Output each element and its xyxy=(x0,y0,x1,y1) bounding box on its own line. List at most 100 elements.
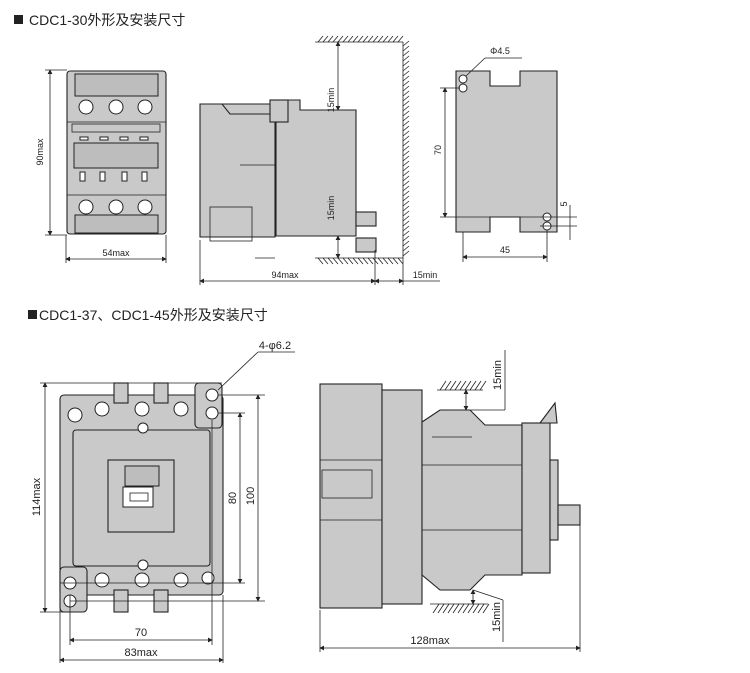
hatch-line xyxy=(402,125,410,132)
hatch-line xyxy=(462,603,470,614)
hatch-line xyxy=(402,100,410,107)
hatch-line xyxy=(402,185,410,192)
cdc1-37-45-height-label: 114max xyxy=(31,477,43,516)
hatch-line xyxy=(332,35,339,43)
cdc1-37-45-top-clearance-label: 15min xyxy=(492,360,504,390)
hatch-line xyxy=(449,380,457,391)
cdc1-30-wall-gap-label: 15min xyxy=(413,270,438,280)
hatch-line xyxy=(342,257,349,265)
hatch-line xyxy=(377,35,384,43)
hatch-line xyxy=(402,65,410,72)
hatch-line xyxy=(402,180,410,187)
hatch-line xyxy=(402,45,410,52)
hatch-line xyxy=(444,380,452,391)
cdc1-37-45-depth-label: 128max xyxy=(410,635,450,647)
bullet-square-icon xyxy=(14,15,23,24)
hatch-line xyxy=(347,257,354,265)
hatch-line xyxy=(332,257,339,265)
hatch-line xyxy=(402,135,410,142)
hatch-line xyxy=(397,35,404,43)
hatch-line xyxy=(317,35,324,43)
cdc1-30-plate-width-label: 45 xyxy=(500,245,510,255)
hatch-line xyxy=(469,380,477,391)
hatch-line xyxy=(402,230,410,237)
hatch-line xyxy=(402,200,410,207)
hatch-line xyxy=(387,257,394,265)
hatch-line xyxy=(402,95,410,102)
hatch-line xyxy=(447,603,455,614)
hatch-line xyxy=(382,257,389,265)
hatch-line xyxy=(392,257,399,265)
cdc1-37-45-spacing-70-label: 70 xyxy=(135,627,147,639)
cdc1-37-45-spacing-80-label: 80 xyxy=(227,492,239,504)
hatch-line xyxy=(474,380,482,391)
cdc1-37-45-spacing-100-label: 100 xyxy=(245,487,257,505)
cdc1-37-45-clearance-hatching xyxy=(430,380,490,614)
bullet-square-icon xyxy=(28,310,37,319)
hatch-line xyxy=(402,75,410,82)
hatch-line xyxy=(457,603,465,614)
hatch-line xyxy=(367,257,374,265)
hatch-line xyxy=(482,603,490,614)
hatch-line xyxy=(432,603,440,614)
hatch-line xyxy=(402,115,410,122)
hatch-line xyxy=(357,257,364,265)
hatch-line xyxy=(402,175,410,182)
hatch-line xyxy=(454,380,462,391)
hatch-line xyxy=(402,155,410,162)
hatch-line xyxy=(402,90,410,97)
hatch-line xyxy=(402,145,410,152)
hatch-line xyxy=(402,130,410,137)
hatch-line xyxy=(402,40,410,47)
hatch-line xyxy=(377,257,384,265)
cdc1-30-depth-label: 94max xyxy=(271,270,299,280)
hatch-line xyxy=(477,603,485,614)
hatch-line xyxy=(402,170,410,177)
hatch-line xyxy=(387,35,394,43)
cdc1-30-front-dimensions: 90max 54max xyxy=(35,69,167,263)
hatch-line xyxy=(372,257,379,265)
hatch-line xyxy=(402,105,410,112)
cdc1-30-front-view xyxy=(66,70,167,235)
hatch-line xyxy=(402,250,410,257)
cdc1-37-45-width-label: 83max xyxy=(124,647,158,659)
hatch-line xyxy=(352,257,359,265)
cdc1-37-45-side-dimensions: 15min 15min 128max xyxy=(319,350,581,652)
cdc1-30-mounting-wall xyxy=(315,35,410,265)
cdc1-37-45-front-view xyxy=(59,382,224,613)
hatch-line xyxy=(327,257,334,265)
hatch-line xyxy=(402,210,410,217)
hatch-line xyxy=(352,35,359,43)
hatch-line xyxy=(402,205,410,212)
hatch-line xyxy=(402,245,410,252)
hatch-line xyxy=(437,603,445,614)
cdc1-30-side-dimensions: 15min 15min 94max 15min xyxy=(199,41,440,285)
hatch-line xyxy=(402,120,410,127)
section2-title-text: CDC1-37、CDC1-45外形及安装尺寸 xyxy=(39,307,268,323)
cdc1-30-mounting-plate: Φ4.5 70 5 45 xyxy=(433,46,577,262)
cdc1-37-45-side-view xyxy=(319,383,581,609)
hatch-line xyxy=(439,380,447,391)
hatch-line xyxy=(402,235,410,242)
hatch-line xyxy=(402,160,410,167)
hatch-line xyxy=(402,50,410,57)
cdc1-30-height-label: 90max xyxy=(35,138,45,166)
hatch-line xyxy=(402,215,410,222)
hatch-line xyxy=(459,380,467,391)
hatch-line xyxy=(372,35,379,43)
hatch-line xyxy=(452,603,460,614)
hatch-line xyxy=(342,35,349,43)
hatch-line xyxy=(357,35,364,43)
hatch-line xyxy=(337,35,344,43)
hatch-line xyxy=(402,220,410,227)
hatch-line xyxy=(402,140,410,147)
hatch-line xyxy=(402,70,410,77)
cdc1-30-side-view xyxy=(199,99,377,259)
cdc1-30-hole-label: Φ4.5 xyxy=(490,46,510,56)
cdc1-37-45-front-dimensions: 4-φ6.2 114max 80 100 70 83max xyxy=(31,340,295,663)
hatch-line xyxy=(382,35,389,43)
hatch-line xyxy=(402,55,410,62)
hatch-line xyxy=(322,257,329,265)
hatch-line xyxy=(367,35,374,43)
